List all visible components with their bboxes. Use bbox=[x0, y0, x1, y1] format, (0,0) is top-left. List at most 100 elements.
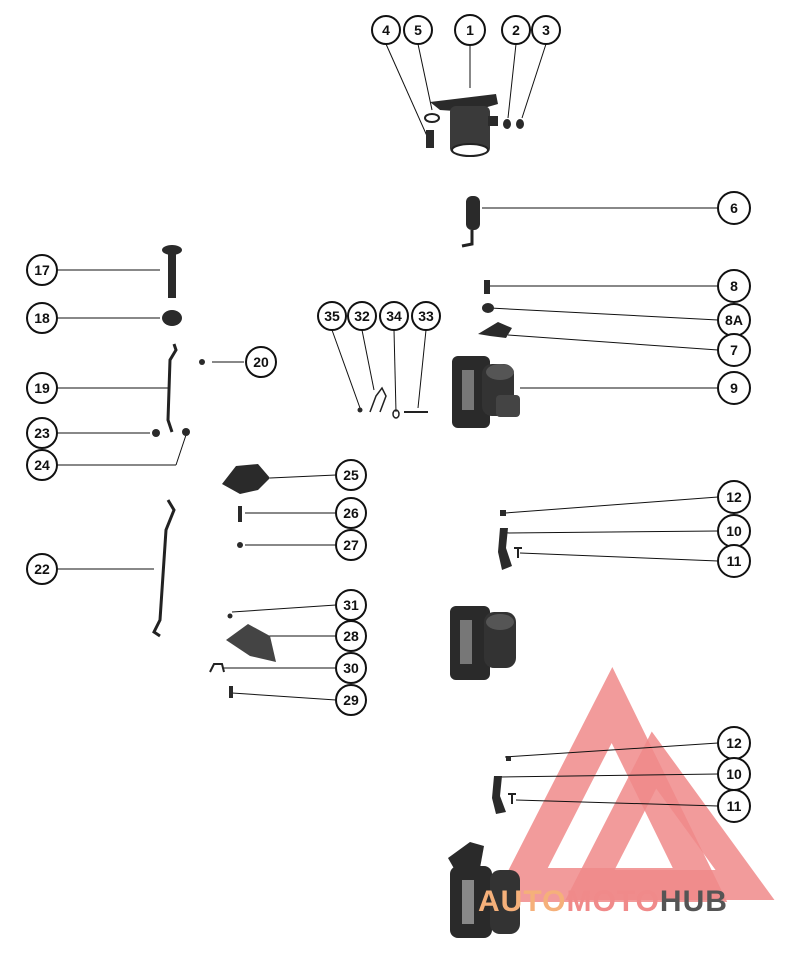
part-carburetor-top-body bbox=[424, 94, 524, 157]
callout-label: 2 bbox=[512, 22, 520, 38]
callout-32: 32 bbox=[347, 301, 377, 331]
part-bolt-17 bbox=[162, 245, 182, 298]
callout-34: 34 bbox=[379, 301, 409, 331]
callout-label: 10 bbox=[726, 766, 742, 782]
callout-label: 12 bbox=[726, 735, 742, 751]
watermark-triangle-2 bbox=[565, 731, 775, 900]
callout-22: 22 bbox=[26, 553, 58, 585]
callout-27: 27 bbox=[335, 529, 367, 561]
callout-label: 27 bbox=[343, 537, 359, 553]
part-carburetor-9 bbox=[452, 356, 520, 428]
callout-30: 30 bbox=[335, 652, 367, 684]
callout-label: 31 bbox=[343, 597, 359, 613]
watermark-text: AUTOMOTOHUB bbox=[478, 885, 728, 918]
callout-10-a: 10 bbox=[717, 514, 751, 548]
part-washer-8a bbox=[482, 303, 494, 313]
callout-7: 7 bbox=[717, 333, 751, 367]
part-nut-24 bbox=[182, 428, 190, 436]
callout-label: 4 bbox=[382, 22, 390, 38]
callout-label: 29 bbox=[343, 692, 359, 708]
callout-label: 5 bbox=[414, 22, 422, 38]
callout-label: 22 bbox=[34, 561, 50, 577]
part-small-pieces-32-35 bbox=[357, 386, 428, 419]
callout-19: 19 bbox=[26, 372, 58, 404]
callout-label: 24 bbox=[34, 457, 50, 473]
callout-20: 20 bbox=[245, 346, 277, 378]
callout-label: 17 bbox=[34, 262, 50, 278]
part-lever-7 bbox=[478, 322, 512, 338]
callout-label: 23 bbox=[34, 425, 50, 441]
watermark-auto: AUTO bbox=[478, 885, 566, 918]
callout-29: 29 bbox=[335, 684, 367, 716]
part-small-pieces-10-12-b bbox=[492, 756, 516, 814]
callout-label: 19 bbox=[34, 380, 50, 396]
callout-1: 1 bbox=[454, 14, 486, 46]
callout-24: 24 bbox=[26, 449, 58, 481]
callout-label: 6 bbox=[730, 200, 738, 216]
callout-17: 17 bbox=[26, 254, 58, 286]
part-spring-30 bbox=[209, 663, 225, 673]
callout-12-b: 12 bbox=[717, 726, 751, 760]
callout-10-b: 10 bbox=[717, 757, 751, 791]
callout-3: 3 bbox=[531, 15, 561, 45]
watermark-moto: MOTO bbox=[566, 885, 659, 918]
callout-18: 18 bbox=[26, 302, 58, 334]
part-screen-28 bbox=[226, 624, 276, 662]
part-screw-29 bbox=[229, 686, 233, 698]
part-cam-25 bbox=[222, 464, 270, 494]
callout-label: 30 bbox=[343, 660, 359, 676]
callout-label: 35 bbox=[324, 308, 340, 324]
callout-label: 18 bbox=[34, 310, 50, 326]
part-rod-19 bbox=[166, 343, 178, 433]
callout-12-a: 12 bbox=[717, 480, 751, 514]
callout-11-a: 11 bbox=[717, 544, 751, 578]
callout-31: 31 bbox=[335, 589, 367, 621]
part-screw-26 bbox=[238, 506, 242, 522]
callout-label: 8 bbox=[730, 278, 738, 294]
callout-23: 23 bbox=[26, 417, 58, 449]
callout-2: 2 bbox=[501, 15, 531, 45]
watermark-hub: HUB bbox=[660, 885, 728, 918]
callout-label: 10 bbox=[726, 523, 742, 539]
part-washer-31 bbox=[227, 613, 233, 619]
callout-28: 28 bbox=[335, 620, 367, 652]
watermark-text-line: AUTOMOTOHUB bbox=[478, 885, 728, 918]
callout-label: 33 bbox=[418, 308, 434, 324]
callout-8: 8 bbox=[717, 269, 751, 303]
part-link-22 bbox=[152, 499, 176, 638]
part-carburetor-lower-b bbox=[448, 842, 520, 938]
part-float bbox=[461, 196, 480, 248]
part-nut-27 bbox=[237, 542, 243, 548]
part-carburetor-lower-a bbox=[450, 606, 516, 680]
callout-label: 28 bbox=[343, 628, 359, 644]
leader-lines bbox=[56, 43, 719, 807]
callout-6: 6 bbox=[717, 191, 751, 225]
callout-label: 20 bbox=[253, 354, 269, 370]
callout-5: 5 bbox=[403, 15, 433, 45]
callout-label: 26 bbox=[343, 505, 359, 521]
callout-label: 34 bbox=[386, 308, 402, 324]
callout-4: 4 bbox=[371, 15, 401, 45]
watermark-logo bbox=[492, 666, 775, 902]
callout-8a: 8A bbox=[717, 303, 751, 337]
callout-label: 3 bbox=[542, 22, 550, 38]
part-grommet-18 bbox=[162, 310, 182, 326]
callout-11-b: 11 bbox=[717, 789, 751, 823]
callout-9: 9 bbox=[717, 371, 751, 405]
part-screw-8 bbox=[484, 280, 490, 294]
callout-label: 8A bbox=[725, 312, 743, 328]
callout-33: 33 bbox=[411, 301, 441, 331]
callouts: 4 5 1 2 3 6 8 8A 7 9 12 10 11 12 10 11 1… bbox=[26, 14, 751, 823]
callout-label: 1 bbox=[466, 22, 474, 38]
callout-label: 11 bbox=[727, 553, 742, 569]
callout-label: 9 bbox=[730, 380, 738, 396]
part-clip-20 bbox=[199, 359, 205, 365]
callout-label: 32 bbox=[354, 308, 370, 324]
callout-label: 12 bbox=[726, 489, 742, 505]
part-small-pieces-10-12-a bbox=[498, 510, 522, 570]
callout-label: 11 bbox=[727, 798, 742, 814]
callout-35: 35 bbox=[317, 301, 347, 331]
callout-26: 26 bbox=[335, 497, 367, 529]
